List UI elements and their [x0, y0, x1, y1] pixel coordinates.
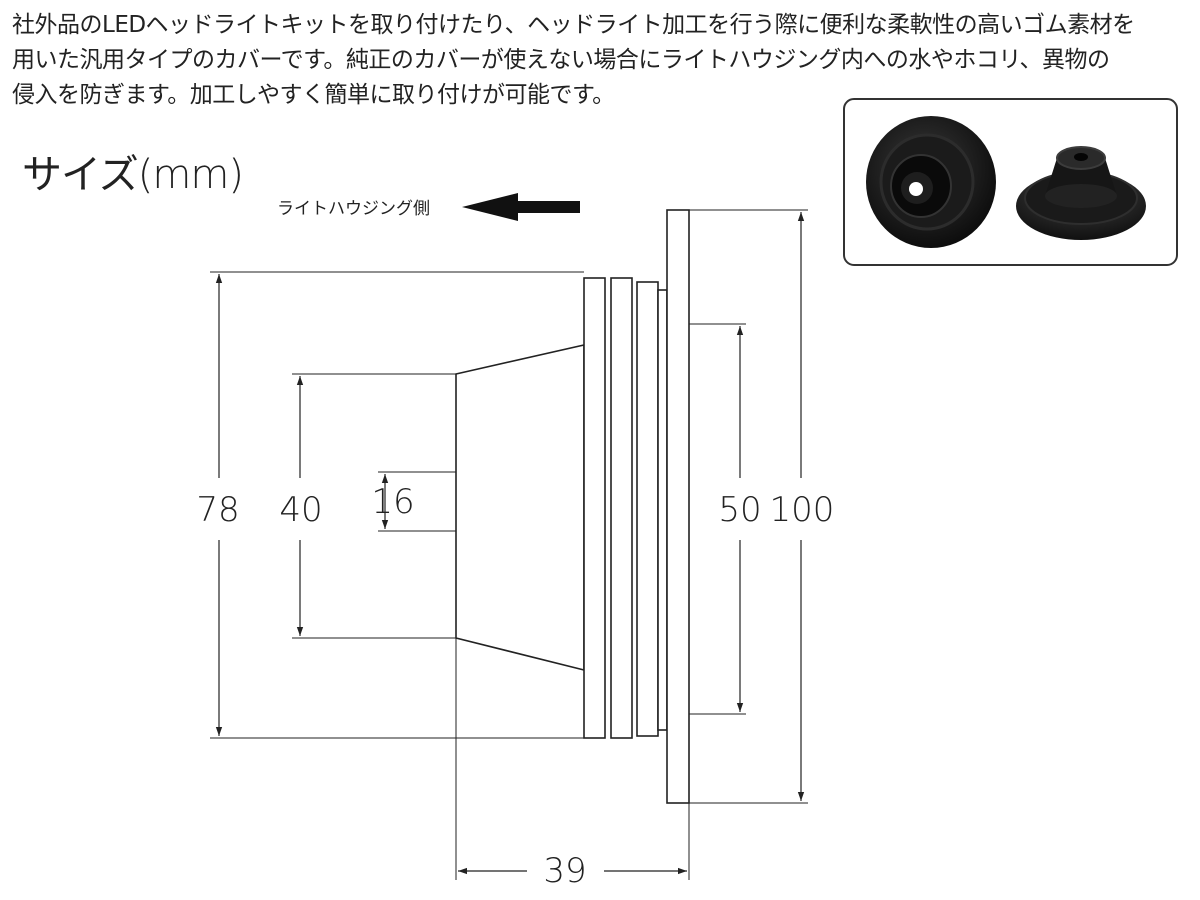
ring-1	[583, 277, 606, 739]
description-line-3: 侵入を防ぎます。加工しやすく簡単に取り付けが可能です。	[12, 82, 615, 108]
dim-label-50: 50	[718, 490, 761, 530]
dim-label-16: 16	[371, 482, 414, 522]
arrow-left-icon	[462, 193, 580, 221]
size-title: サイズ(mm)	[22, 152, 244, 198]
ring-base	[657, 289, 668, 731]
housing-side-label: ライトハウジング側	[277, 199, 430, 219]
product-photo	[843, 98, 1178, 266]
front-view-cover	[866, 116, 996, 248]
dim-label-39: 39	[543, 851, 586, 891]
product-description: 社外品のLEDヘッドライトキットを取り付けたり、ヘッドライト加工を行う際に便利な…	[12, 8, 1192, 113]
dimension-lines	[215, 212, 805, 875]
dim-label-100: 100	[770, 490, 835, 530]
description-line-1: 社外品のLEDヘッドライトキットを取り付けたり、ヘッドライト加工を行う際に便利な…	[12, 12, 1135, 38]
product-photo-drawing	[866, 116, 1146, 248]
extension-lines	[210, 209, 808, 880]
flange	[666, 209, 690, 804]
dim-label-78: 78	[196, 490, 239, 530]
ring-2	[610, 277, 633, 739]
dim-label-40: 40	[279, 490, 322, 530]
ring-3	[636, 281, 659, 737]
description-line-2: 用いた汎用タイプのカバーです。純正のカバーが使えない場合にライトハウジング内への…	[12, 47, 1110, 73]
side-view-cover	[1016, 146, 1146, 240]
cover-outline	[455, 209, 690, 804]
cone-body	[455, 343, 585, 672]
